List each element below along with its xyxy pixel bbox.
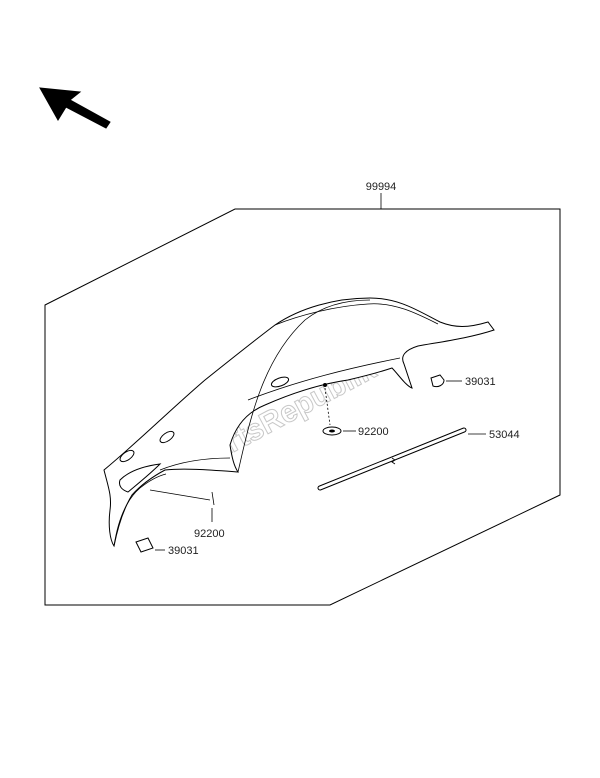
pin-part	[149, 489, 215, 522]
grommet-part	[322, 387, 356, 436]
mount-slot-side	[270, 376, 290, 388]
pin-part-number: 92200	[194, 528, 225, 540]
grommet-hole	[323, 383, 327, 387]
clip-left-part	[135, 537, 165, 553]
rod-part	[317, 427, 486, 491]
front-direction-arrow-icon	[39, 87, 111, 129]
mount-slot-lower	[119, 449, 135, 463]
mount-slot-upper	[159, 430, 175, 444]
clip-left-part-number: 39031	[168, 545, 199, 557]
kit-outline-box	[44, 208, 561, 606]
seat-cowl	[103, 297, 495, 548]
rod-part-number: 53044	[489, 429, 520, 441]
kit-part-number: 99994	[366, 181, 397, 193]
grommet-part-number: 92200	[358, 426, 389, 438]
clip-right-part	[430, 374, 462, 388]
clip-right-part-number: 39031	[465, 376, 496, 388]
